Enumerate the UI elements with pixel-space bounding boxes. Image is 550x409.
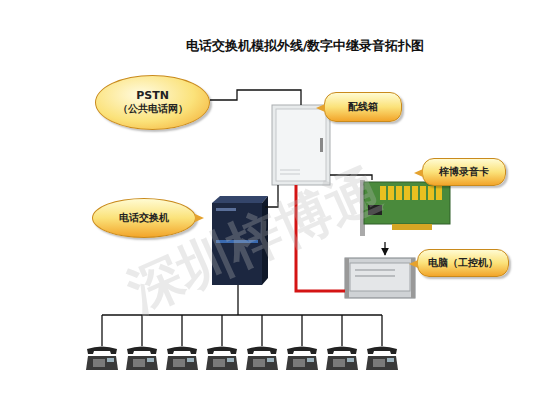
cabinet-handle — [320, 138, 323, 152]
callout-bubble: 电脑（工控机） — [417, 249, 509, 277]
pc-panel — [350, 263, 410, 291]
card-module — [412, 186, 418, 200]
node-text: （公共电话网） — [118, 102, 188, 116]
bus-drop — [261, 315, 262, 346]
cloud-node: PSTN（公共电话网） — [95, 75, 210, 130]
phone-symbol — [126, 347, 158, 371]
bus-drop — [181, 315, 182, 346]
phone-symbol — [286, 347, 318, 371]
card-module — [388, 186, 394, 200]
node-text: PSTN — [136, 89, 169, 102]
cabinet-vent — [280, 174, 300, 175]
cabinet-vent — [280, 170, 300, 171]
card-module — [404, 186, 410, 200]
callout-bubble: 配线箱 — [324, 92, 402, 122]
pc-body — [345, 258, 415, 298]
node-text: 电话交换机 — [119, 211, 169, 225]
bus-drop — [301, 315, 302, 346]
connector-line — [210, 90, 301, 105]
phone-symbol — [366, 347, 398, 371]
bus-drop — [341, 315, 342, 346]
node-text: 配线箱 — [348, 100, 378, 114]
phone-group — [86, 347, 398, 371]
bus-drop — [381, 315, 382, 346]
phone-symbol — [86, 347, 118, 371]
pc-slot — [355, 270, 395, 271]
phone-symbol — [326, 347, 358, 371]
connector-line — [384, 242, 385, 255]
node-text: 梓博录音卡 — [439, 165, 489, 179]
card-module — [396, 186, 402, 200]
watermark-text: 深圳梓博通 — [117, 153, 393, 330]
phone-symbol — [246, 347, 278, 371]
phone-symbol — [206, 347, 238, 371]
phone-symbol — [166, 347, 198, 371]
pc-handle — [345, 258, 349, 298]
pc-symbol — [345, 258, 415, 298]
callout-bubble: 梓博录音卡 — [422, 158, 506, 186]
card-fingers — [392, 224, 432, 230]
pc-slot — [355, 276, 395, 277]
card-module — [428, 186, 434, 200]
node-text: 电脑（工控机） — [428, 256, 498, 270]
card-module — [420, 186, 426, 200]
callout-bubble: 电话交换机 — [92, 198, 196, 238]
diagram-title: 电话交换机模拟外线/数字中继录音拓扑图 — [150, 37, 460, 55]
card-module — [436, 186, 442, 200]
device-node: 电脑（工控机） — [345, 255, 415, 300]
bus-drop — [101, 315, 102, 346]
bus-drop — [221, 315, 222, 346]
bus-wire — [237, 285, 238, 315]
cabinet-door — [276, 109, 326, 181]
